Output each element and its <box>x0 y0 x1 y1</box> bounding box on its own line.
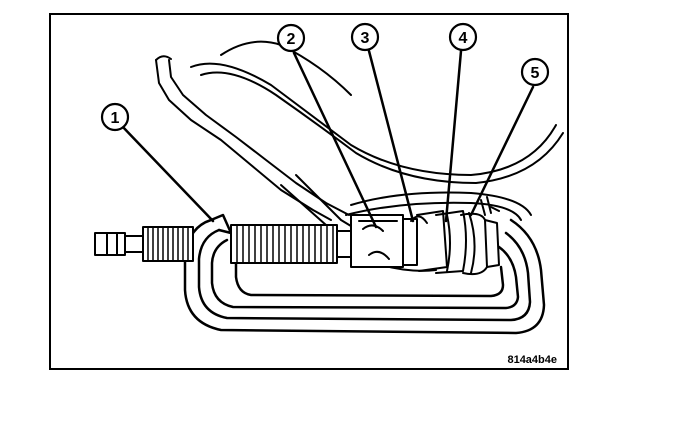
callout-3-label: 3 <box>361 30 370 47</box>
diagram-frame: 1 2 3 4 5 814a4b4e <box>49 13 569 370</box>
figure-code: 814a4b4e <box>507 354 557 366</box>
forcing-screw <box>94 224 352 264</box>
callout-3-circle <box>350 22 380 52</box>
installer-cup <box>435 210 467 274</box>
callout-leaders <box>119 49 535 229</box>
callout-4-circle <box>448 22 478 52</box>
callout-2-label: 2 <box>287 31 296 48</box>
leader-4 <box>444 49 463 223</box>
callout-1-label: 1 <box>111 110 120 127</box>
leader-5 <box>469 85 535 217</box>
leader-1 <box>119 123 215 223</box>
callout-4-label: 4 <box>459 30 468 47</box>
receiver-cup <box>350 214 418 268</box>
callout-labels: 1 2 3 4 5 <box>111 30 540 127</box>
leader-3 <box>367 49 415 223</box>
callout-5-circle <box>520 57 550 87</box>
leader-2 <box>292 51 378 229</box>
callout-circles <box>100 22 550 132</box>
callout-2-circle <box>276 23 306 53</box>
callout-1-circle <box>100 102 130 132</box>
callout-5-label: 5 <box>531 65 540 82</box>
diagram-illustration: 1 2 3 4 5 814a4b4e <box>94 22 564 366</box>
